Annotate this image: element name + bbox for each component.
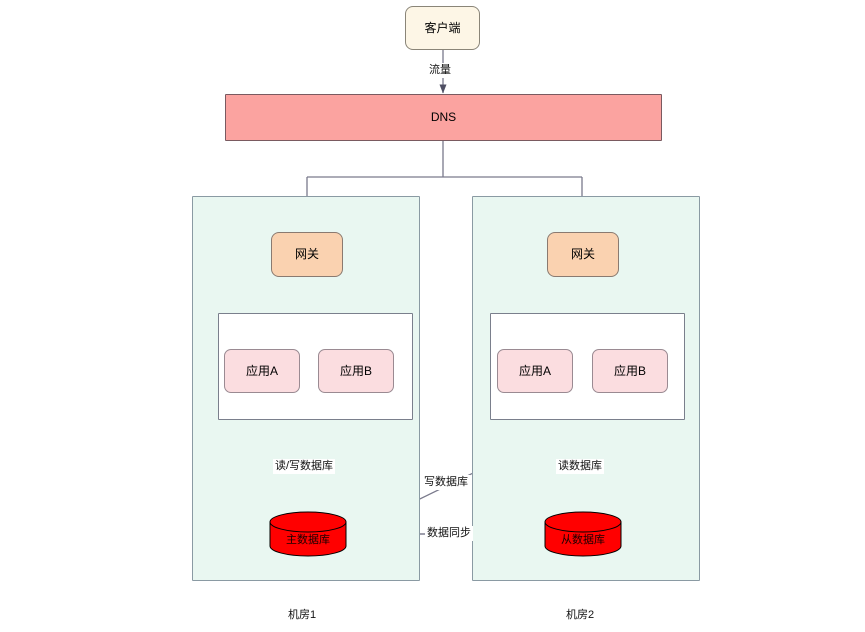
node-app-a-dc2[interactable]: 应用A (497, 349, 573, 393)
node-gateway-dc2-label: 网关 (570, 247, 595, 262)
node-dns[interactable]: DNS (225, 94, 662, 141)
node-gateway-dc2[interactable]: 网关 (547, 232, 619, 277)
edge-label-read-db: 读数据库 (556, 459, 604, 475)
node-app-a-dc2-label: 应用A (518, 363, 551, 378)
edge-label-read-write-db: 读/写数据库 (273, 459, 336, 475)
edge-label-traffic: 流量 (427, 63, 453, 79)
node-app-b-dc2[interactable]: 应用B (592, 349, 668, 393)
caption-datacenter-2: 机房2 (566, 609, 595, 621)
node-database-primary[interactable]: 主数据库 (269, 511, 347, 557)
cylinder-shape-primary (269, 511, 347, 557)
cylinder-shape-replica (544, 511, 622, 557)
node-app-b-dc1[interactable]: 应用B (318, 349, 394, 393)
node-app-b-dc1-label: 应用B (339, 363, 372, 378)
node-app-a-dc1-label: 应用A (245, 363, 278, 378)
node-client-label: 客户端 (424, 20, 461, 35)
edge-label-write-db: 写数据库 (422, 475, 470, 491)
node-client[interactable]: 客户端 (405, 6, 480, 50)
caption-datacenter-1: 机房1 (288, 609, 317, 621)
node-database-replica[interactable]: 从数据库 (544, 511, 622, 557)
node-app-a-dc1[interactable]: 应用A (224, 349, 300, 393)
node-gateway-dc1-label: 网关 (294, 247, 319, 262)
edge-label-data-sync: 数据同步 (425, 526, 473, 542)
node-gateway-dc1[interactable]: 网关 (271, 232, 343, 277)
node-dns-label: DNS (430, 110, 457, 125)
node-app-b-dc2-label: 应用B (613, 363, 646, 378)
